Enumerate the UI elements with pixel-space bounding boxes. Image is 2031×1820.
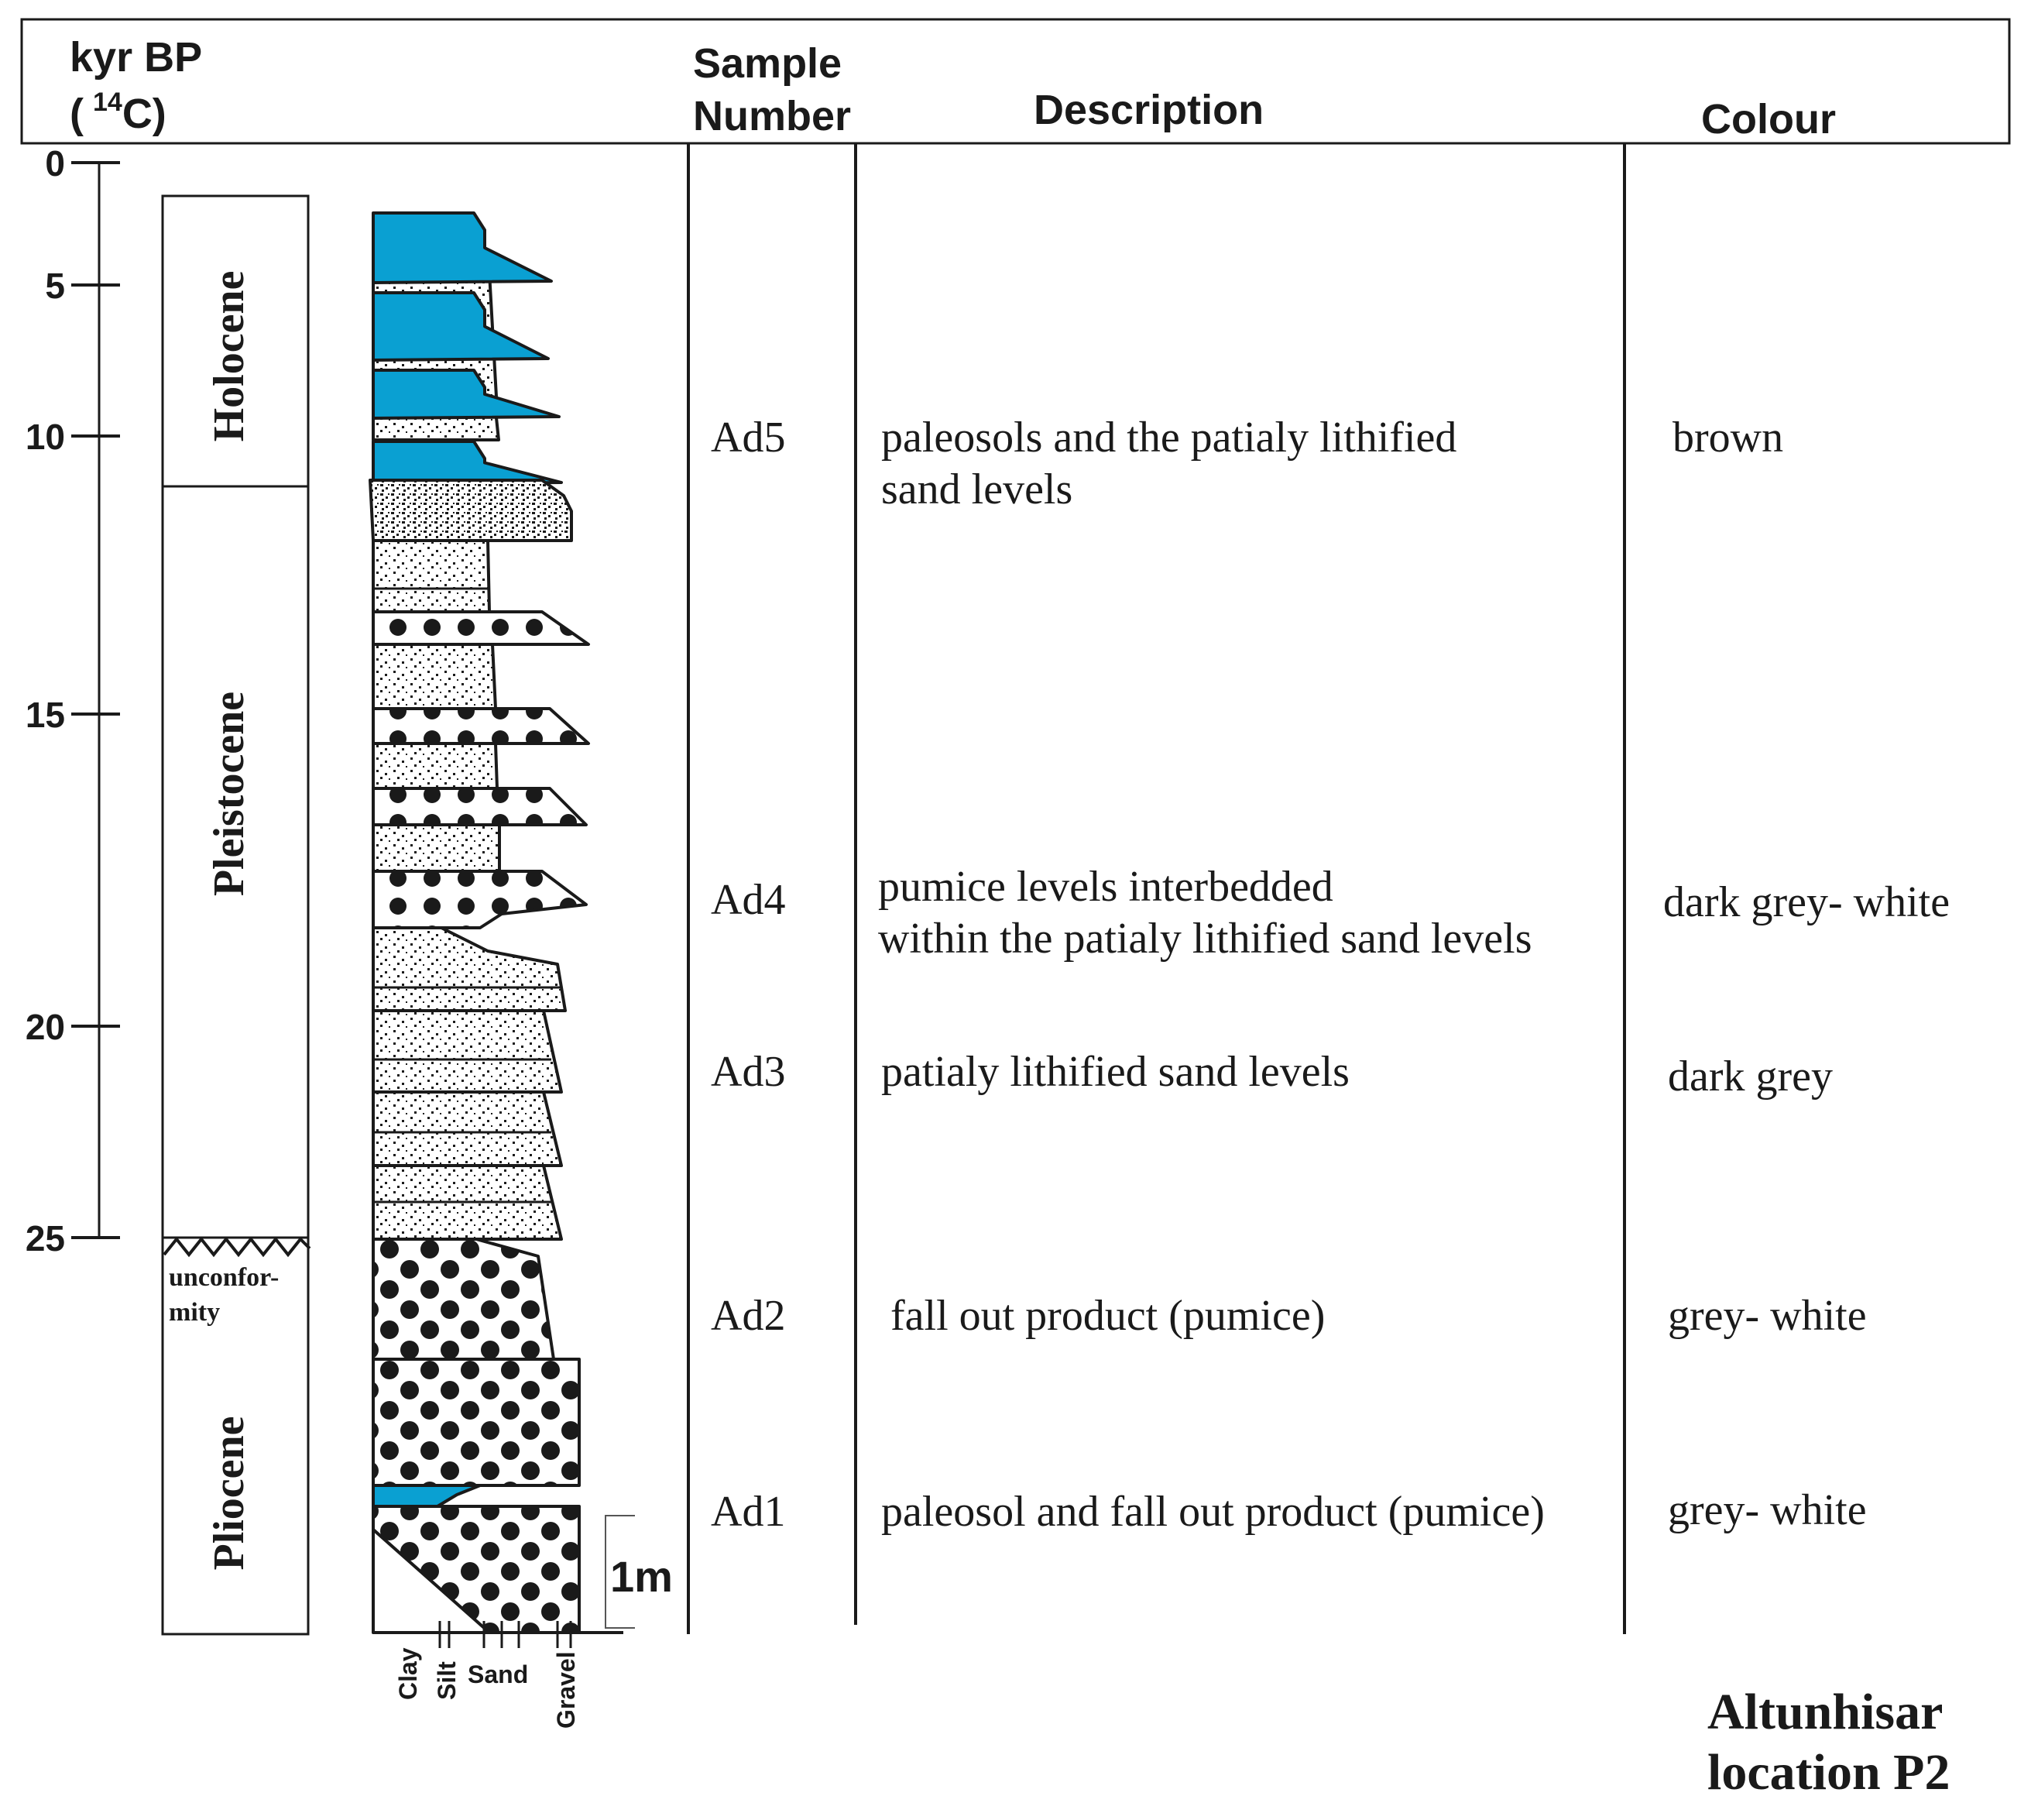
pumice-bed <box>372 870 588 929</box>
description-header: Description <box>1034 87 1264 133</box>
colour-value: dark grey <box>1668 1053 1833 1101</box>
sand-bed <box>372 1009 563 1094</box>
grain-size-axis <box>373 1621 623 1648</box>
pumice-fallout-bed <box>372 1358 581 1487</box>
location-title-line2: location P2 <box>1707 1744 1950 1801</box>
description-line: paleosol and fall out product (pumice) <box>881 1488 1545 1536</box>
sample-id: Ad1 <box>711 1488 785 1536</box>
age-tick-label: 10 <box>26 417 65 457</box>
age-axis-title: kyr BP <box>70 34 202 81</box>
colour-value: grey- white <box>1668 1292 1867 1340</box>
grain-label-gravel: Gravel <box>552 1651 580 1729</box>
colour-value: grey- white <box>1668 1486 1867 1534</box>
paleosol-bed <box>372 440 563 486</box>
unconformity-label-line2: mity <box>169 1298 220 1327</box>
header-frame <box>20 18 2011 145</box>
description-line: sand levels <box>881 465 1072 513</box>
pumice-bed <box>372 610 590 646</box>
sample-id: Ad2 <box>711 1292 785 1340</box>
sample-id: Ad5 <box>711 414 785 462</box>
sample-row-ad4: Ad4 pumice levels interbedded within the… <box>711 863 1950 963</box>
coarse-sand-bed <box>369 479 573 542</box>
age-tick-label: 25 <box>26 1218 65 1259</box>
scale-bar: 1m <box>605 1515 673 1629</box>
pumice-fallout-bed <box>372 1238 555 1361</box>
grain-label-sand: Sand <box>468 1660 528 1688</box>
unconformity-label-line1: unconfor- <box>169 1263 279 1292</box>
sand-bed <box>372 823 501 873</box>
colour-value: dark grey- white <box>1663 878 1950 926</box>
holocene-box <box>161 194 310 488</box>
pumice-bed <box>372 707 590 745</box>
pumice-bed <box>372 787 588 826</box>
grain-label-clay: Clay <box>394 1647 422 1700</box>
sand-bed <box>372 742 499 790</box>
location-title-line1: Altunhisar <box>1707 1684 1943 1740</box>
epoch-column: Holocene Pleistocene Pliocene unconfor- … <box>161 194 311 1636</box>
epoch-label-holocene: Holocene <box>205 271 253 442</box>
age-tick-label: 0 <box>45 143 65 184</box>
sample-row-ad2: Ad2 fall out product (pumice) grey- whit… <box>711 1292 1867 1340</box>
sand-bed <box>372 1090 563 1167</box>
age-tick-label: 5 <box>45 266 65 306</box>
grain-label-silt: Silt <box>433 1661 461 1700</box>
age-isotope-label: C) <box>122 91 166 137</box>
colour-value: brown <box>1672 414 1783 462</box>
pliocene-box <box>161 1236 310 1636</box>
paleosol-bed <box>372 369 561 420</box>
sample-row-ad3: Ad3 patialy lithified sand levels dark g… <box>711 1048 1833 1101</box>
colour-header: Colour <box>1701 96 1836 143</box>
description-line: within the patialy lithified sand levels <box>878 915 1532 963</box>
sample-row-ad1: Ad1 paleosol and fall out product (pumic… <box>711 1486 1867 1536</box>
age-axis: 0 5 10 15 20 25 <box>26 143 120 1259</box>
sand-bed <box>372 539 491 613</box>
sample-row-ad5: Ad5 paleosols and the patialy lithified … <box>711 414 1783 513</box>
paleosol-bed <box>372 211 553 284</box>
description-line: paleosols and the patialy lithified <box>881 414 1456 462</box>
description-line: patialy lithified sand levels <box>881 1048 1350 1096</box>
scale-bar-bracket <box>605 1515 635 1629</box>
sample-header-line1: Sample <box>693 40 842 87</box>
description-line: pumice levels interbedded <box>878 863 1333 911</box>
epoch-label-pleistocene: Pleistocene <box>205 692 253 896</box>
age-tick-label: 15 <box>26 695 65 735</box>
description-line: fall out product (pumice) <box>890 1292 1325 1340</box>
sample-header-line2: Number <box>693 93 851 139</box>
sample-id: Ad4 <box>711 876 785 924</box>
age-axis-subtitle: (14C) <box>70 88 166 137</box>
unconformity-line <box>163 1236 311 1258</box>
sand-bed <box>372 643 497 710</box>
sample-id: Ad3 <box>711 1048 785 1096</box>
paleosol-bed <box>372 291 550 362</box>
pleistocene-box <box>161 485 310 1239</box>
age-tick-label: 20 <box>26 1007 65 1047</box>
scale-bar-label: 1m <box>610 1552 673 1601</box>
age-superscript: 14 <box>93 88 122 117</box>
age-open-paren: ( <box>70 91 84 137</box>
lithologic-log <box>369 211 590 1634</box>
sand-bed <box>372 926 567 1012</box>
epoch-label-pliocene: Pliocene <box>205 1416 253 1570</box>
